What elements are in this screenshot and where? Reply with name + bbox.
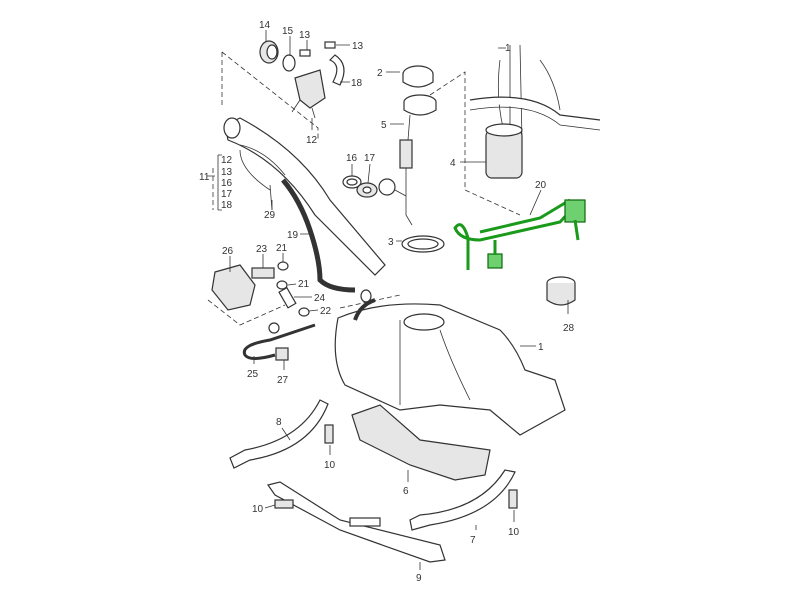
label-23: 23 (256, 244, 268, 255)
label-24: 24 (314, 293, 326, 304)
part-13-bolt-b[interactable] (324, 41, 336, 49)
part-1-fuel-tank[interactable] (334, 298, 566, 436)
label-10-c: 10 (252, 504, 264, 515)
part-3-ring[interactable] (401, 235, 445, 253)
part-15-ring[interactable] (282, 54, 296, 72)
label-29: 29 (264, 210, 276, 221)
part-2-cap[interactable] (402, 65, 434, 88)
part-21-clamp-b[interactable] (276, 280, 288, 290)
label-11-item-17: 17 (221, 189, 233, 200)
label-20: 20 (535, 180, 547, 191)
label-2: 2 (377, 68, 383, 79)
part-8-strap[interactable] (229, 399, 329, 469)
label-16: 16 (346, 153, 358, 164)
assembly-outline-12 (221, 51, 319, 140)
part-20-fuel-line-highlighted[interactable] (453, 198, 586, 270)
label-13: 13 (299, 30, 311, 41)
label-3: 3 (388, 237, 394, 248)
part-18-bracket[interactable] (328, 54, 345, 86)
part-23-connector[interactable] (251, 267, 275, 279)
part-16-seal[interactable] (342, 175, 362, 189)
part-25-line[interactable] (242, 322, 316, 360)
label-11: 11 (199, 172, 210, 183)
label-22: 22 (320, 306, 332, 317)
label-12: 12 (306, 135, 318, 146)
label-15: 15 (282, 26, 294, 37)
part-13-bolt[interactable] (299, 49, 311, 57)
part-26-bracket[interactable] (211, 264, 256, 311)
label-7: 7 (470, 535, 476, 546)
assembly-outline-25 (207, 294, 401, 326)
label-5: 5 (381, 120, 387, 131)
part-10-bolt-c[interactable] (274, 499, 294, 509)
label-25: 25 (247, 369, 259, 380)
part-14-seal[interactable] (259, 40, 279, 64)
part-9-strap[interactable] (267, 481, 446, 563)
label-27: 27 (277, 375, 289, 386)
part-12-valve[interactable] (291, 69, 326, 119)
label-19: 19 (287, 230, 299, 241)
label-1: 1 (538, 342, 544, 353)
label-26: 26 (222, 246, 234, 257)
part-6-shield[interactable] (351, 404, 491, 481)
label-21: 21 (276, 243, 288, 254)
label-11-item-12: 12 (221, 155, 233, 166)
part-17-grommet[interactable] (356, 182, 378, 198)
part-7-strap[interactable] (409, 469, 516, 531)
assembly-outline-4 (429, 71, 521, 216)
label-21-b: 21 (298, 279, 310, 290)
label-14: 14 (259, 20, 271, 31)
part-19-hose[interactable] (281, 178, 356, 293)
part-10-bolt[interactable] (324, 424, 334, 444)
part-10-bolt-b[interactable] (508, 489, 518, 509)
label-13-b: 13 (352, 41, 364, 52)
label-6: 6 (403, 486, 409, 497)
part-21-clamp[interactable] (277, 261, 289, 271)
part-27-clip[interactable] (275, 347, 289, 361)
label-11-item-18: 18 (221, 200, 233, 211)
label-10: 10 (324, 460, 336, 471)
part-5-sender[interactable] (378, 94, 437, 226)
label-10-b: 10 (508, 527, 520, 538)
label-4: 4 (450, 158, 456, 169)
part-22-clamp[interactable] (298, 307, 310, 317)
part-11-filler-pipe[interactable] (223, 117, 386, 276)
label-17: 17 (364, 153, 376, 164)
label-9: 9 (416, 573, 422, 584)
label-11-item-16: 16 (221, 178, 233, 189)
label-18: 18 (351, 78, 363, 89)
label-1-top: 1 (505, 43, 511, 54)
part-24-hose[interactable] (278, 286, 297, 309)
part-28-filter[interactable] (546, 276, 576, 306)
part-clamp (360, 289, 372, 303)
label-11-item-13: 13 (221, 167, 233, 178)
label-28: 28 (563, 323, 575, 334)
label-8: 8 (276, 417, 282, 428)
part-4-pump[interactable] (469, 44, 601, 179)
